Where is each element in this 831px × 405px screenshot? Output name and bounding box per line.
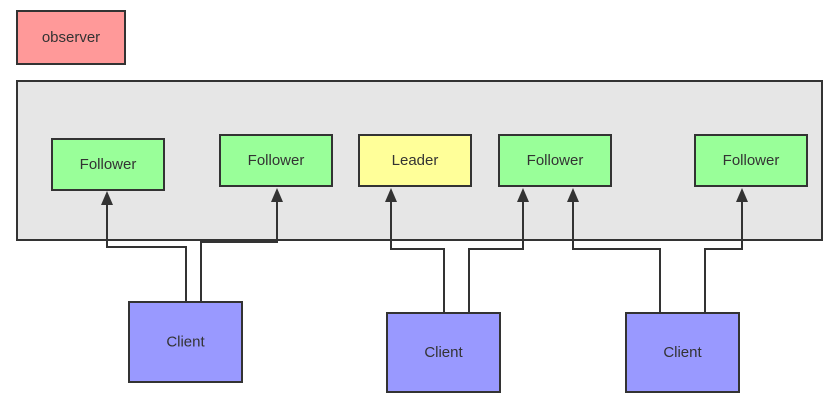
client-box xyxy=(386,312,501,393)
client-node-0: Client xyxy=(128,301,243,383)
server-node-1: Follower xyxy=(219,134,333,187)
edge-client-0-follower-1 xyxy=(200,202,278,302)
edge-client-1-leader xyxy=(390,202,445,313)
arrowhead-icon xyxy=(517,188,529,202)
client-label: Client xyxy=(424,344,463,361)
client-box xyxy=(128,301,243,383)
client-label: Client xyxy=(663,344,702,361)
client-node-1: Client xyxy=(386,312,501,393)
server-node-3: Follower xyxy=(498,134,612,187)
server-label: Follower xyxy=(723,152,780,169)
edge-client-2-follower-4 xyxy=(704,202,743,313)
observer-node: observer xyxy=(16,10,126,65)
follower-box xyxy=(694,134,808,187)
edge-client-1-follower-3 xyxy=(468,202,524,313)
server-label: Follower xyxy=(527,152,584,169)
follower-box xyxy=(219,134,333,187)
arrowhead-icon xyxy=(385,188,397,202)
arrowhead-icon xyxy=(567,188,579,202)
server-node-0: Follower xyxy=(51,138,165,191)
observer-box xyxy=(16,10,126,65)
client-node-2: Client xyxy=(625,312,740,393)
server-node-4: Follower xyxy=(694,134,808,187)
follower-box xyxy=(498,134,612,187)
arrowhead-icon xyxy=(271,188,283,202)
arrowhead-icon xyxy=(736,188,748,202)
client-label: Client xyxy=(166,334,205,351)
server-label: Leader xyxy=(392,152,439,169)
edge-client-2-follower-3 xyxy=(572,202,661,313)
connection-lines xyxy=(101,188,748,313)
leader-box xyxy=(358,134,472,187)
observer-label: observer xyxy=(42,29,100,46)
arrowhead-icon xyxy=(101,191,113,205)
server-label: Follower xyxy=(80,156,137,173)
server-node-2: Leader xyxy=(358,134,472,187)
server-label: Follower xyxy=(248,152,305,169)
client-box xyxy=(625,312,740,393)
follower-box xyxy=(51,138,165,191)
edge-client-0-follower-0 xyxy=(106,205,187,302)
